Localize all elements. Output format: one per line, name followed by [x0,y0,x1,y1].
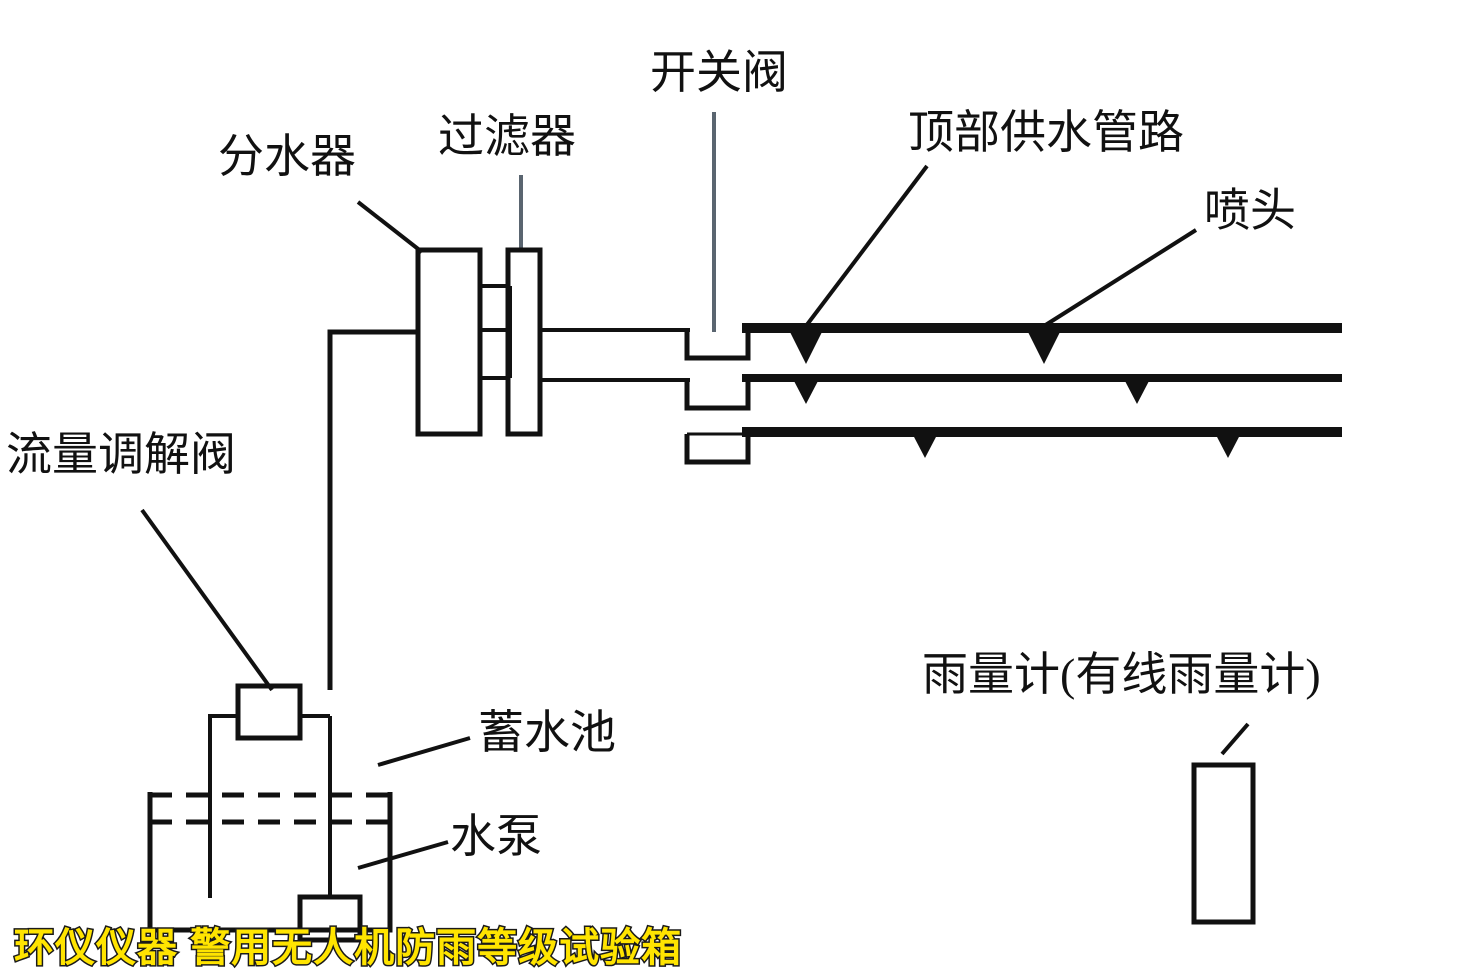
water-pump-box[interactable] [297,894,363,943]
leader-reservoir [377,736,471,767]
switch-valve-3[interactable] [684,434,751,465]
watermark-text: 环仪仪器 警用无人机防雨等级试验箱 [12,925,683,972]
nozzle-icon [1028,332,1060,364]
nozzle-icon [794,381,818,404]
label-water-pump: 水泵 [450,811,542,862]
valve-outlet-pipe-left [208,714,238,898]
leader-distributor [356,200,424,254]
leader-rain-gauge [1220,722,1250,756]
filter-box [505,247,543,437]
reservoir-tank [147,792,393,933]
label-distributor: 分水器 [218,131,356,182]
rain-gauge-box[interactable] [1191,762,1256,925]
label-reservoir: 蓄水池 [478,707,616,758]
nozzle-icon [1216,435,1240,458]
label-nozzle: 喷头 [1204,185,1296,236]
nozzle-icon [1125,381,1149,404]
distributor-box [415,247,483,437]
leader-water-pump [357,840,449,870]
leader-top-supply-pipe [804,164,929,328]
label-switch-valve: 开关阀 [650,47,788,98]
label-rain-gauge: 雨量计(有线雨量计) [922,649,1321,700]
label-flow-regulating-valve: 流量调解阀 [6,429,236,480]
inlet-pipe [327,329,418,690]
flow-regulating-valve-box[interactable] [235,683,303,741]
nozzle-icon [913,435,937,458]
switch-valve-2[interactable] [684,380,751,411]
nozzle-icon [790,332,822,364]
label-filter: 过滤器 [438,111,576,162]
switch-valve-1[interactable] [684,330,751,361]
leader-nozzle [1042,228,1198,328]
leader-flow-valve [140,508,274,692]
label-top-supply-pipe: 顶部供水管路 [908,107,1184,158]
